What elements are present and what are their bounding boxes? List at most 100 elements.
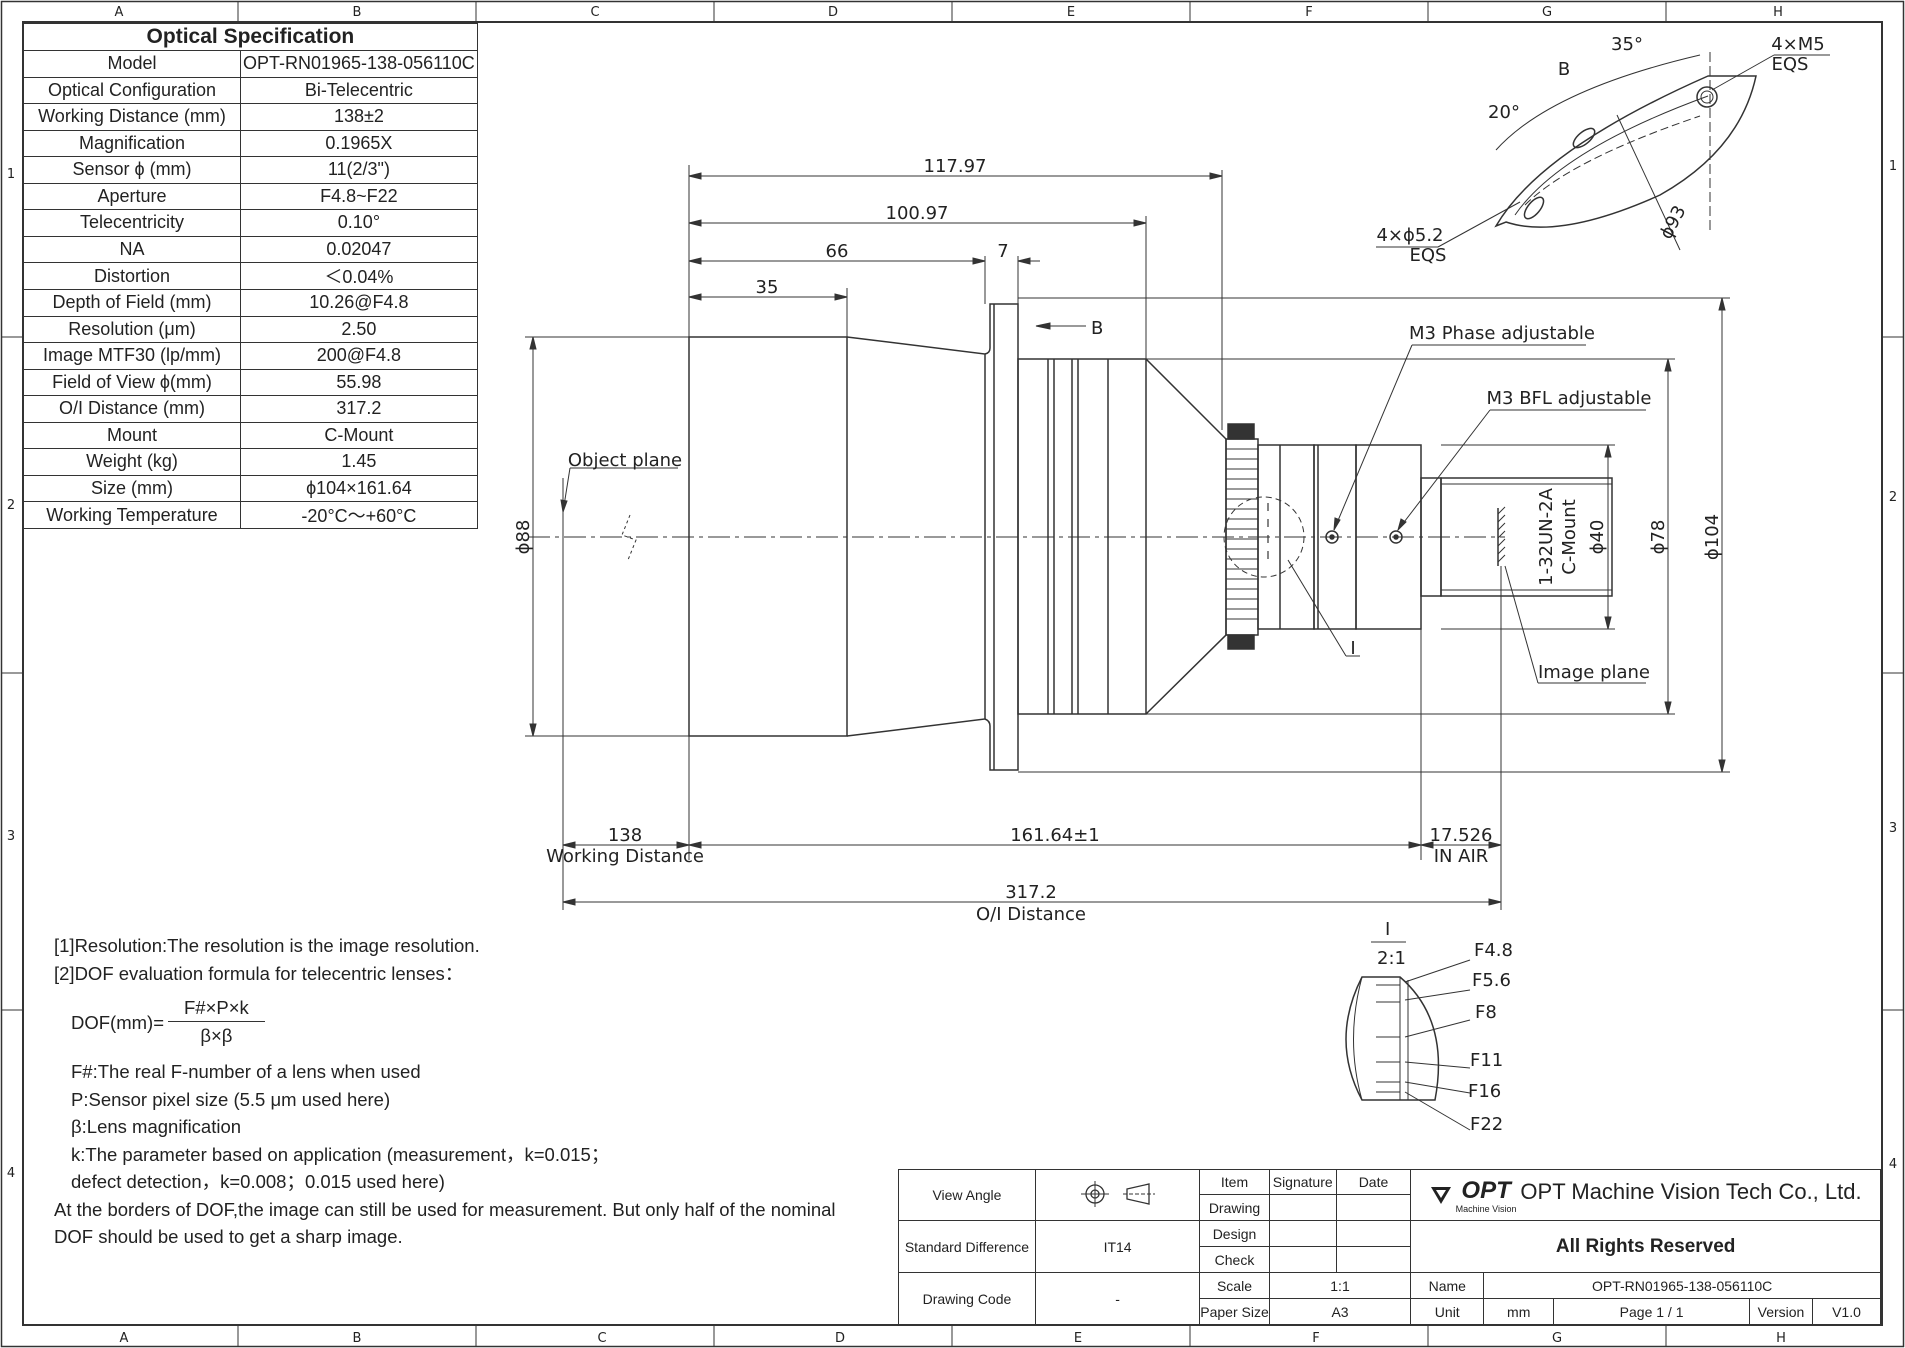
- spec-key: Weight (kg): [23, 448, 241, 476]
- note-line: defect detection，k=0.008；0.015 used here…: [71, 1171, 445, 1192]
- projection-symbols: [1034, 1169, 1201, 1221]
- f-stop: F5.6: [1472, 970, 1511, 991]
- dof-fraction: F#×P×k β×β: [168, 995, 265, 1050]
- drawing-code-label: Drawing Code: [898, 1272, 1036, 1325]
- spec-key: Telecentricity: [23, 209, 241, 237]
- spec-row: Depth of Field (mm)10.26@F4.8: [23, 289, 478, 317]
- spec-value: 2.50: [240, 315, 478, 343]
- check-label: Check: [1199, 1246, 1270, 1273]
- projection-icon: [1080, 1180, 1155, 1207]
- col-label: D: [828, 5, 838, 20]
- version-value: V1.0: [1811, 1298, 1882, 1325]
- spec-row: Size (mm)ϕ104×161.64: [23, 474, 478, 502]
- dof-formula: DOF(mm)= F#×P×k β×β: [71, 995, 836, 1050]
- spec-row: Image MTF30 (lp/mm)200@F4.8: [23, 342, 478, 370]
- scale-label: Scale: [1199, 1272, 1270, 1299]
- spec-key: Model: [23, 50, 241, 78]
- spec-key: Depth of Field (mm): [23, 289, 241, 317]
- dimension-labels: 117.97 100.97 66 7 35 B ϕ88 ϕ104 ϕ78 ϕ40…: [513, 156, 1723, 925]
- col-label: H: [1776, 1331, 1786, 1346]
- col-label: G: [1552, 1331, 1562, 1346]
- drawing-signature: [1268, 1194, 1337, 1221]
- spec-key: Size (mm): [23, 474, 241, 502]
- col-label: D: [835, 1331, 845, 1346]
- dim-oi-label: O/I Distance: [976, 904, 1086, 925]
- f-stop: F16: [1468, 1081, 1501, 1102]
- spec-value: 10.26@F4.8: [240, 289, 478, 317]
- dim-length: 161.64±1: [1010, 825, 1100, 846]
- dim-bfl-label: IN AIR: [1434, 846, 1489, 867]
- dim-phi78: ϕ78: [1648, 520, 1669, 555]
- date-header: Date: [1335, 1169, 1412, 1195]
- f-stop: F11: [1470, 1050, 1503, 1071]
- row-label: 4: [7, 1166, 15, 1181]
- page-number: Page 1 / 1: [1553, 1298, 1750, 1325]
- angle-20: 20°: [1488, 102, 1520, 123]
- spec-key: Magnification: [23, 129, 241, 157]
- spec-value: OPT-RN01965-138-056110C: [240, 50, 478, 78]
- col-label: G: [1542, 5, 1552, 20]
- spec-value: 200@F4.8: [240, 342, 478, 370]
- spec-key: Distortion: [23, 262, 241, 290]
- spec-value: 0.1965X: [240, 129, 478, 157]
- frame-labels: A B C D E F G H A B C D E F G H 1 2 3 4 …: [7, 5, 1897, 1346]
- spec-value: C-Mount: [240, 421, 478, 449]
- spec-key: Sensor ϕ (mm): [23, 156, 241, 184]
- signature-header: Signature: [1268, 1169, 1337, 1195]
- dim-wd-label: Working Distance: [546, 846, 704, 867]
- rights-label: All Rights Reserved: [1410, 1220, 1881, 1273]
- note-resolution: [1]Resolution:The resolution is the imag…: [54, 935, 480, 956]
- dim-117: 117.97: [924, 156, 987, 177]
- logo-mark-icon: [1430, 1187, 1451, 1204]
- design-date: [1335, 1220, 1412, 1247]
- b-view-detail: [1376, 52, 1830, 251]
- eqs-label: EQS: [1410, 245, 1447, 266]
- std-diff-value: IT14: [1034, 1220, 1201, 1273]
- phase-adjust-label: M3 Phase adjustable: [1409, 323, 1595, 344]
- dim-bfl: 17.526: [1430, 825, 1493, 846]
- view-angle-label: View Angle: [898, 1169, 1036, 1221]
- spec-key: Image MTF30 (lp/mm): [23, 342, 241, 370]
- row-label: 2: [7, 498, 15, 513]
- spec-key: Working Distance (mm): [23, 103, 241, 131]
- paper-size-label: Paper Size: [1199, 1298, 1270, 1325]
- lens-side-view: [528, 303, 1613, 771]
- b-view-label: B: [1558, 59, 1570, 80]
- dim-phi40: ϕ40: [1587, 520, 1608, 555]
- paper-size-value: A3: [1268, 1298, 1412, 1325]
- dim-wd: 138: [608, 825, 642, 846]
- spec-value: 0.10°: [240, 209, 478, 237]
- f-stop: F22: [1470, 1114, 1503, 1135]
- spec-value: 11(2/3"): [240, 156, 478, 184]
- dof-numerator: F#×P×k: [168, 995, 265, 1022]
- logo-text: OPT: [1461, 1176, 1511, 1204]
- spec-key: Working Temperature: [23, 501, 241, 529]
- col-label: A: [120, 1331, 129, 1346]
- row-label: 3: [1889, 821, 1897, 836]
- dim-phi104: ϕ104: [1702, 514, 1723, 560]
- row-label: 3: [7, 829, 15, 844]
- spec-row: Distortion＜0.04%: [23, 262, 478, 290]
- spec-value: 0.02047: [240, 235, 478, 263]
- spec-key: Optical Configuration: [23, 76, 241, 104]
- view-b-marker: B: [1091, 318, 1103, 339]
- detail-label: I: [1385, 919, 1390, 940]
- spec-row: Sensor ϕ (mm)11(2/3"): [23, 156, 478, 184]
- row-label: 2: [1889, 490, 1897, 505]
- hole-52: 4×ϕ5.2: [1376, 225, 1443, 246]
- item-header: Item: [1199, 1169, 1270, 1195]
- col-label: F: [1305, 5, 1312, 20]
- f-stop: F4.8: [1474, 940, 1513, 961]
- spec-key: Resolution (μm): [23, 315, 241, 343]
- name-label: Name: [1410, 1272, 1485, 1299]
- image-plane-label: Image plane: [1538, 662, 1650, 683]
- spec-value: -20°C～+60°C: [240, 501, 478, 529]
- spec-row: Resolution (μm)2.50: [23, 315, 478, 343]
